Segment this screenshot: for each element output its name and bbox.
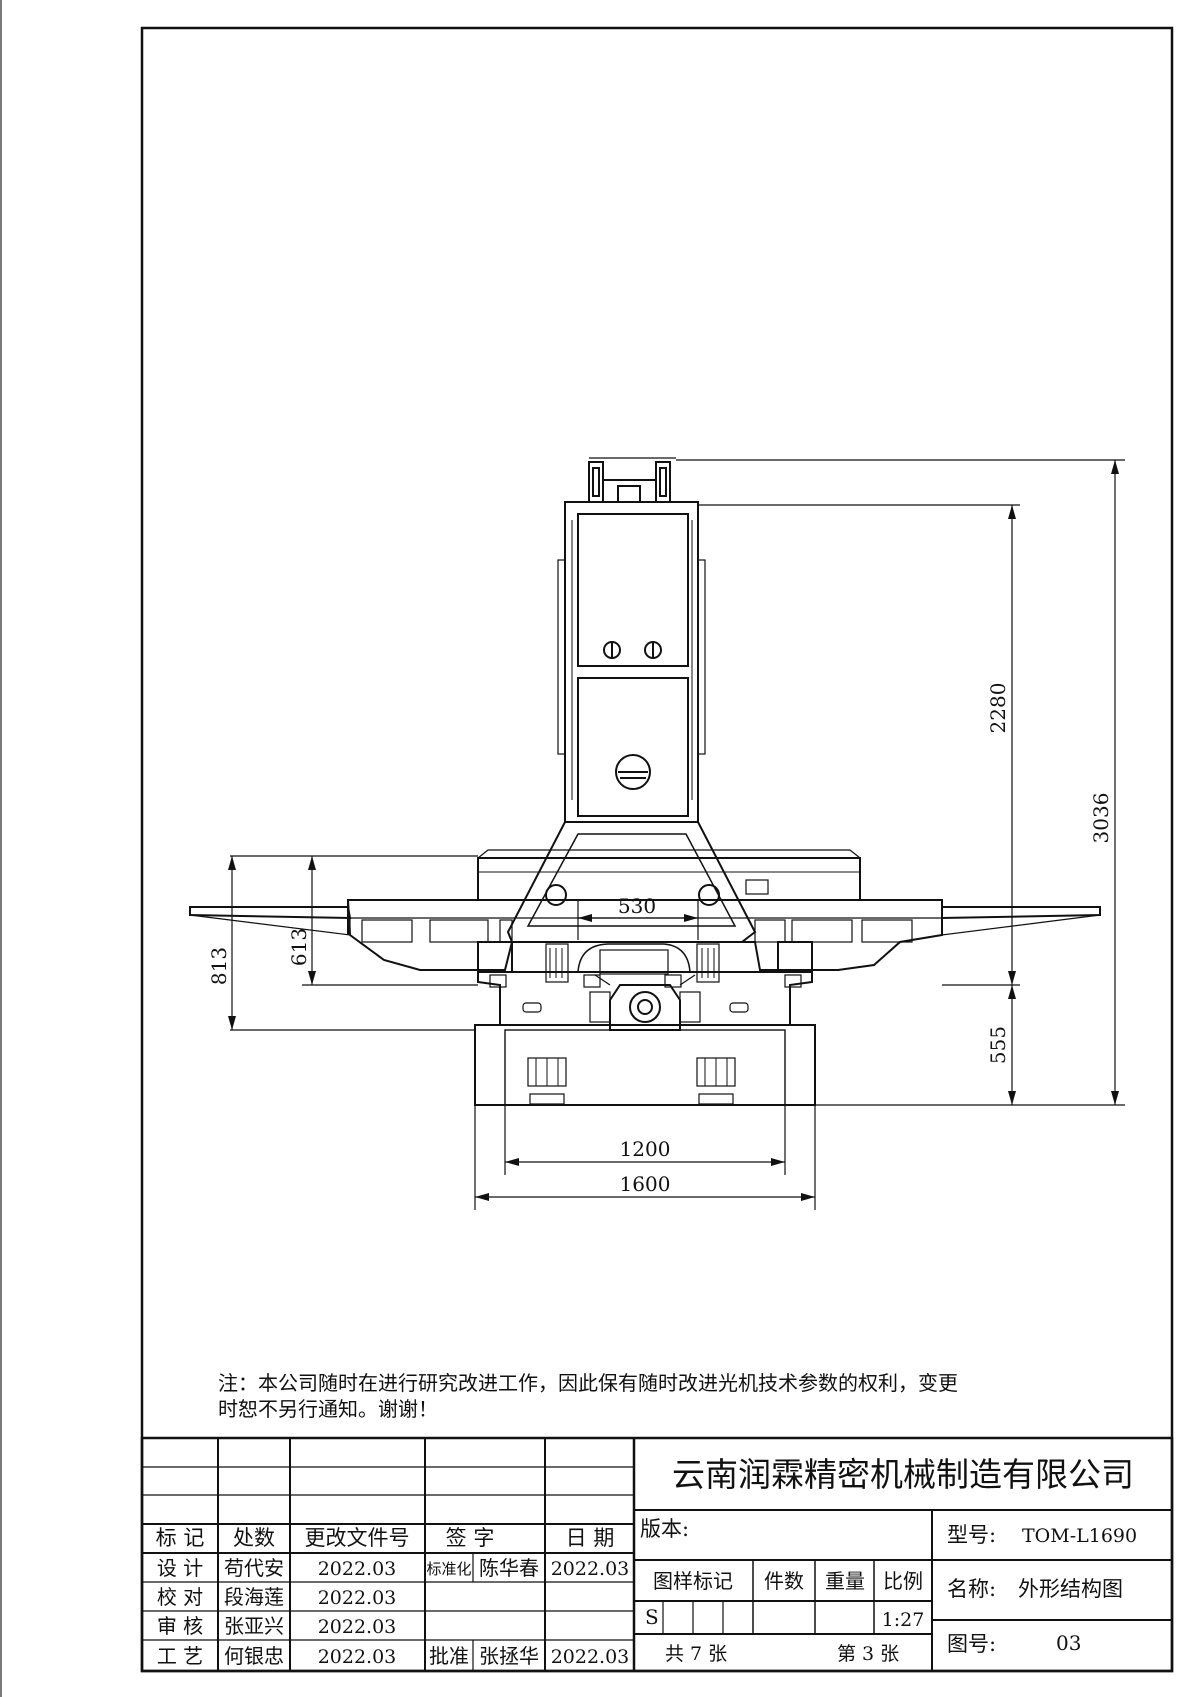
header-change-doc: 更改文件号 [305,1526,410,1550]
row-date: 2022.03 [318,1646,397,1668]
company-name: 云南润霖精密机械制造有限公司 [672,1455,1134,1494]
dim-1600: 1600 [620,1172,671,1196]
name-label: 名称: [947,1577,996,1601]
row-name: 苟代安 [224,1556,284,1580]
row-name: 何银忠 [224,1644,284,1668]
dim-530: 530 [618,894,656,918]
row-role: 工 艺 [157,1644,203,1668]
header-count: 处数 [233,1526,275,1550]
total-sheets: 共 7 张 [665,1643,727,1665]
header-mark: 标 记 [156,1526,205,1550]
model-value: TOM-L1690 [1022,1525,1137,1547]
dimension-lines [230,459,1125,1210]
row-role: 审 核 [157,1614,203,1638]
row-name: 张亚兴 [224,1614,284,1638]
approval-label: 批准 [429,1644,469,1668]
dim-3036: 3036 [1089,793,1113,844]
name-value: 外形结构图 [1018,1577,1123,1601]
note-line-2: 时恕不另行通知。谢谢！ [218,1397,438,1421]
note-line-1: 注：本公司随时在进行研究改进工作，因此保有随时改进光机技术参数的权利，变更 [218,1371,958,1395]
row-role: 校 对 [157,1585,203,1609]
row-date: 2022.03 [318,1558,397,1580]
drawing-no-value: 03 [1056,1631,1081,1655]
disclaimer-note: 注：本公司随时在进行研究改进工作，因此保有随时改进光机技术参数的权利，变更 时恕… [218,1370,1118,1422]
stage-mark: S [645,1605,659,1629]
approval-name: 张拯华 [479,1644,539,1668]
sheet-number: 第 3 张 [837,1643,899,1665]
drawing-no-label: 图号: [947,1632,996,1656]
dim-813: 813 [207,947,231,985]
sample-mark-label: 图样标记 [653,1569,733,1593]
machine-outline [189,457,1101,1106]
scale-value: 1:27 [882,1609,925,1631]
dim-2280: 2280 [986,683,1010,734]
title-block-grid [140,1436,1174,1673]
row-role: 设 计 [157,1556,203,1580]
standardization-label: 标准化 [426,1560,471,1578]
row-name: 段海莲 [224,1585,284,1609]
dim-555: 555 [986,1026,1010,1064]
standardization-name: 陈华春 [479,1556,539,1580]
header-date: 日 期 [566,1526,615,1550]
dim-1200: 1200 [620,1137,671,1161]
scale-label: 比例 [883,1569,923,1593]
pieces-label: 件数 [764,1569,804,1593]
dim-613: 613 [287,928,311,966]
header-sign: 签 字 [446,1526,495,1550]
weight-label: 重量 [825,1569,865,1593]
version-label: 版本: [640,1517,689,1541]
model-label: 型号: [947,1523,996,1547]
row-date: 2022.03 [318,1616,397,1638]
approval-date: 2022.03 [551,1646,630,1668]
row-date: 2022.03 [318,1587,397,1609]
standardization-date: 2022.03 [551,1558,630,1580]
dimension-arrows [228,460,1119,1201]
